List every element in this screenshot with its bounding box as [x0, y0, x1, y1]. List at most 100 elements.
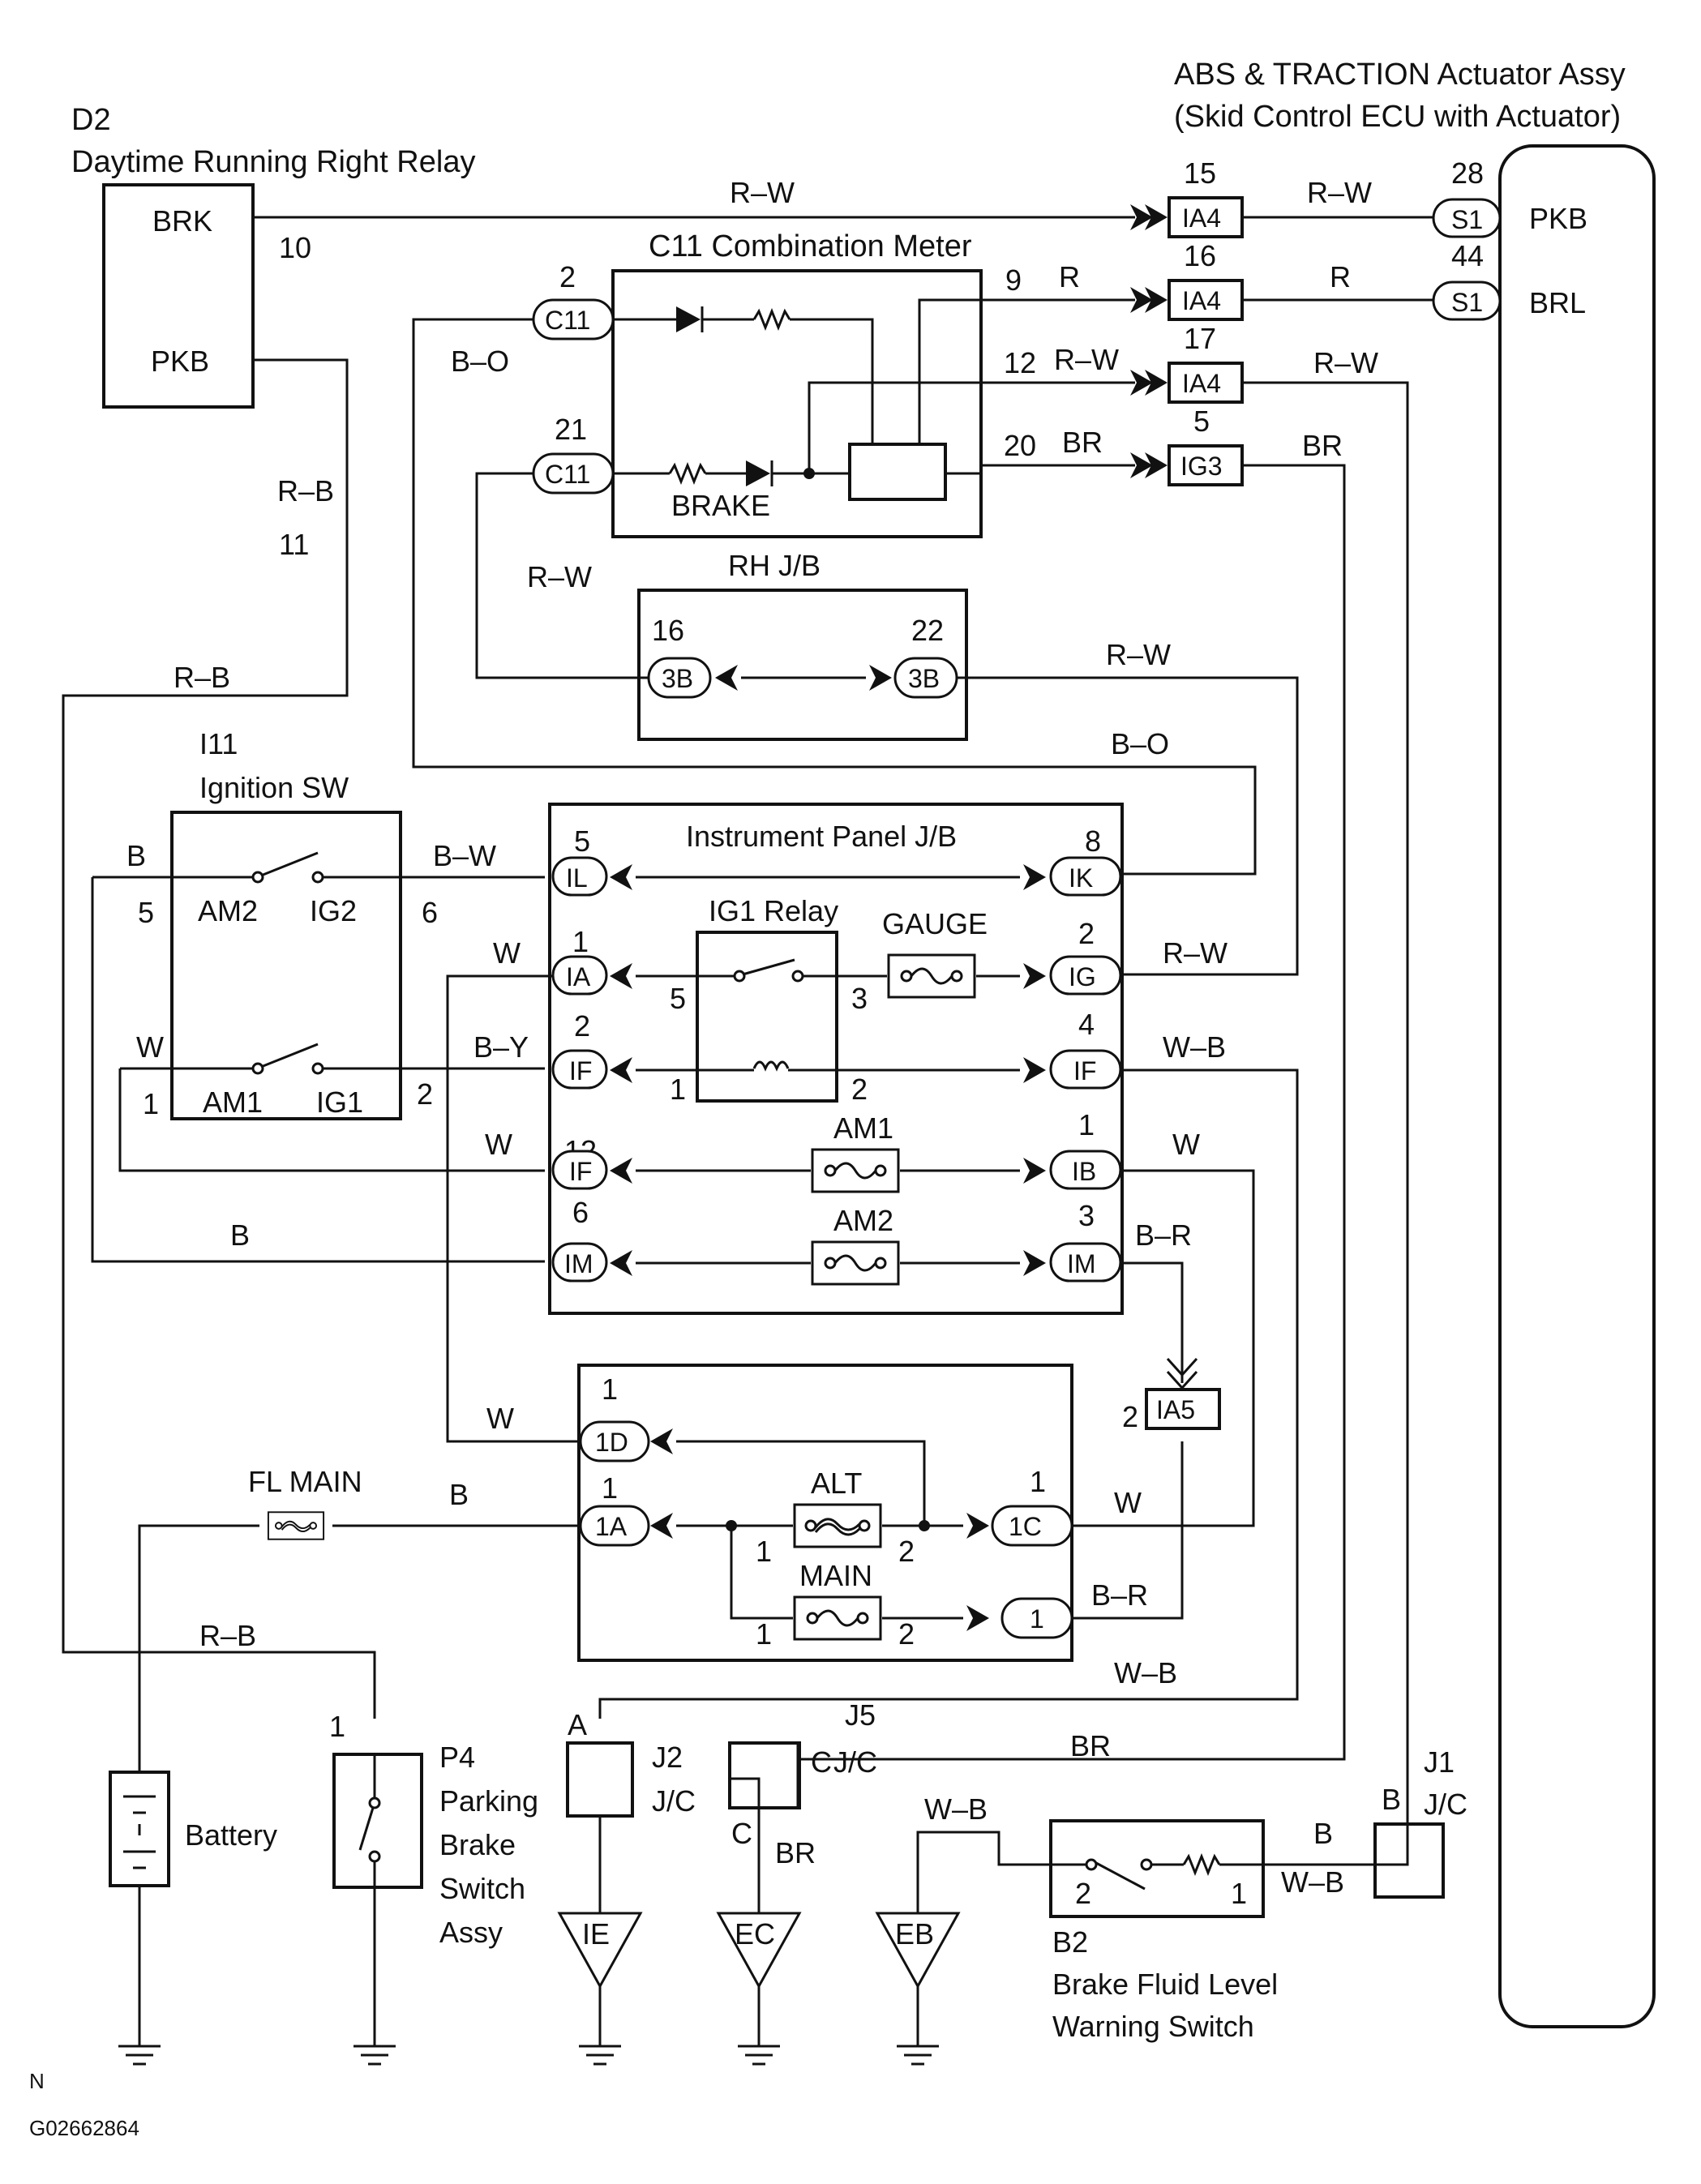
gnd-ie-label: IE [582, 1917, 610, 1951]
j2-ref: J2 [652, 1741, 683, 1774]
ign-am1: AM1 [203, 1086, 263, 1119]
wire-rw-3b [475, 472, 649, 679]
pin-22: 22 [911, 614, 944, 647]
pin-5-il: 5 [574, 824, 590, 858]
junction-connectors: A J2 J/C IE J5 C J/C BR C BR EC W–B EB [557, 1698, 1111, 2066]
pin-2-if: 2 [574, 1009, 590, 1043]
fuse-main-label: MAIN [799, 1559, 872, 1592]
conn-ib [1049, 1150, 1122, 1190]
conn-ia-label: IA [566, 962, 591, 991]
wire-flmain-battery [138, 1524, 259, 1772]
conn-ia5 [1145, 1388, 1221, 1430]
pin-1-ia: 1 [572, 925, 589, 958]
pin-16: 16 [1184, 239, 1216, 272]
pin-1-ign: 1 [143, 1087, 159, 1120]
p4-line-2: Parking [439, 1784, 538, 1818]
d2-name: Daytime Running Right Relay [71, 145, 475, 179]
parking-brake-switch: 1 P4 Parking Brake Switch Assy [329, 1710, 538, 2066]
conn-if-4-label: IF [1073, 1056, 1096, 1086]
wire-w-1d [446, 974, 584, 1443]
wire-label-wb-2: W–B [1114, 1656, 1177, 1689]
abs-title-1: ABS & TRACTION Actuator Assy [1174, 58, 1626, 92]
wire-label-bo-2: B–O [1111, 727, 1169, 760]
pin-5-ig3: 5 [1193, 405, 1210, 438]
ig1-relay-coil [752, 1060, 790, 1072]
ipjb-box [548, 803, 1124, 1315]
j1-jc: J/C [1424, 1788, 1467, 1821]
gnd-ec-label: EC [735, 1917, 775, 1951]
fuse-am2-label: AM2 [833, 1204, 893, 1237]
p4-line-4: Switch [439, 1872, 525, 1905]
wire-bo [412, 318, 1257, 876]
wire-label-r2: R [1330, 260, 1351, 293]
abs-title-2: (Skid Control ECU with Actuator) [1174, 100, 1621, 134]
d2-brk: BRK [152, 204, 212, 238]
pin-2-ig: 2 [1078, 917, 1095, 950]
ig1-relay-title: IG1 Relay [709, 894, 838, 927]
conn-1d-label: 1D [595, 1428, 628, 1457]
wire-label-w-am1: W [136, 1030, 164, 1064]
wire-label-w-1d: W [486, 1402, 514, 1435]
fuse-alt-label: ALT [811, 1467, 862, 1500]
wire-label-rw-ig: R–W [1163, 936, 1228, 970]
wire-label-w-1c: W [1114, 1486, 1142, 1519]
wire-label-br-j5: BR [1070, 1729, 1111, 1762]
wire-label-by: B–Y [473, 1030, 529, 1064]
pin-1-1a: 1 [602, 1471, 618, 1505]
d2-box [102, 183, 255, 409]
pin-2-relay: 2 [851, 1073, 868, 1106]
conn-ig-label: IG [1069, 962, 1096, 991]
wire-label-w-ia: W [493, 936, 521, 970]
wire-label-br-im: B–R [1135, 1218, 1192, 1252]
pin-11: 11 [279, 528, 309, 561]
conn-ia4-17-label: IA4 [1182, 369, 1221, 398]
j5-ref: J5 [845, 1698, 876, 1732]
d2-ref: D2 [71, 103, 111, 137]
pin-1-main: 1 [756, 1617, 772, 1651]
wire-label-b-j1: B [1313, 1817, 1333, 1850]
conn-im-6-label: IM [564, 1249, 593, 1278]
wire-wb-j2 [598, 1068, 1299, 1719]
abs-actuator: ABS & TRACTION Actuator Assy (Skid Contr… [1174, 58, 1656, 2028]
pin-2-ia5: 2 [1122, 1400, 1138, 1433]
conn-ik [1049, 856, 1122, 897]
conn-1a-label: 1A [595, 1512, 628, 1541]
conn-3b-22-label: 3B [908, 664, 940, 693]
pin-10: 10 [279, 231, 311, 264]
pin-2-ign: 2 [417, 1077, 433, 1111]
wire-label-w-if: W [485, 1128, 512, 1161]
b2-box [1049, 1819, 1265, 1918]
pin-28: 28 [1451, 156, 1484, 190]
j1-ref: J1 [1424, 1745, 1455, 1779]
gnd-ec-tri [716, 1912, 802, 1989]
conn-ig [1049, 955, 1122, 996]
ignition-switch: I11 Ignition SW AM2 IG2 AM1 IG1 B 5 6 B–… [91, 727, 545, 1263]
wire-pkb-rb [62, 358, 376, 1719]
pin-2-b2: 2 [1075, 1877, 1091, 1910]
footer: N G02662864 [29, 2069, 139, 2140]
j5-jc: J/C [833, 1745, 877, 1779]
brake-fluid-switch: 2 1 B2 Brake Fluid Level Warning Switch … [1049, 1817, 1375, 2043]
wire-label-br-ec: BR [775, 1836, 816, 1869]
conn-1-label: 1 [1030, 1604, 1044, 1634]
j2-jc: J/C [652, 1784, 696, 1818]
meter-brake-label: BRAKE [671, 489, 770, 522]
wire-label-rw-17: R–W [1313, 346, 1378, 379]
instrument-panel-jb: Instrument Panel J/B 5 IL 8 IK 1 IA 2 IG… [230, 803, 1228, 1315]
wire-label-rw-abs: R–W [1307, 176, 1372, 209]
conn-ia4-15-label: IA4 [1182, 203, 1221, 233]
j5-box [728, 1741, 799, 1809]
wire-w-am1-if [118, 1068, 545, 1172]
pin-15: 15 [1184, 156, 1216, 190]
pin-20: 20 [1004, 429, 1036, 462]
j1-pin-b: B [1382, 1783, 1401, 1816]
wire-label-b-am2: B [126, 839, 146, 872]
wires-top [62, 216, 1435, 1826]
wire-ig3-br [799, 464, 1346, 1761]
pin-44: 44 [1451, 239, 1484, 272]
wires-right: 2 IA5 [446, 974, 1299, 1719]
j1-junction: B J1 J/C [1373, 1745, 1467, 1899]
conn-s1-44-label: S1 [1451, 288, 1483, 317]
conn-c11-21-label: C11 [545, 460, 590, 489]
